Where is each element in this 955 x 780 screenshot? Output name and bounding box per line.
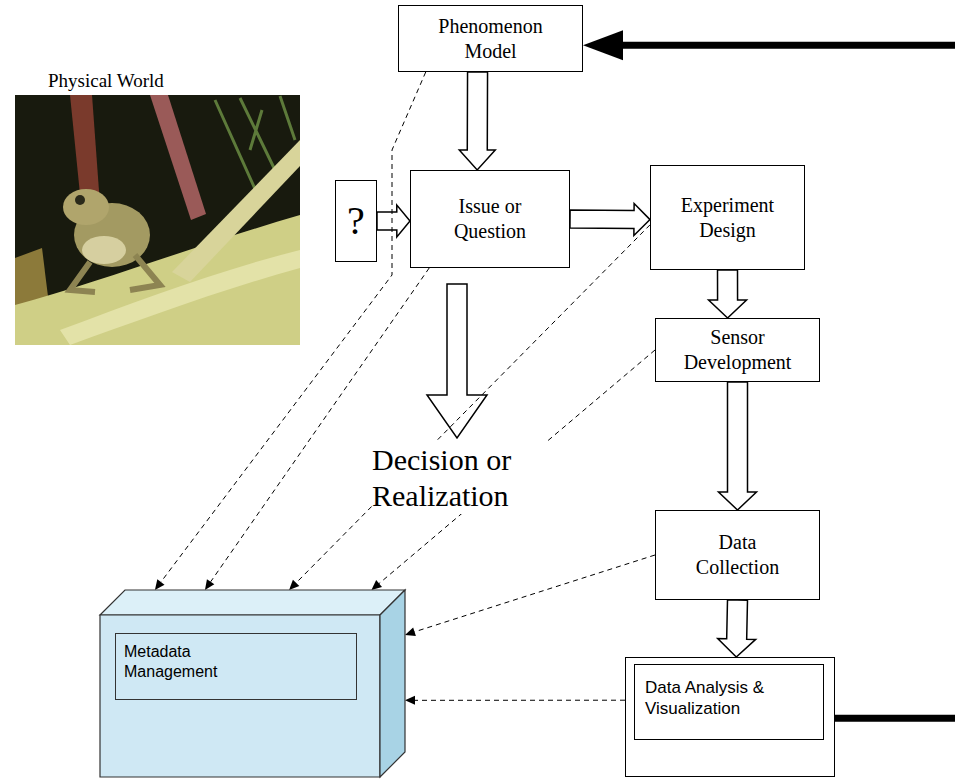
connector-line bbox=[415, 555, 655, 632]
process-box: Phenomenon Model bbox=[398, 5, 583, 72]
photo-frog bbox=[82, 236, 126, 264]
node-text: Issue or Question bbox=[440, 194, 540, 244]
hollow-arrow bbox=[719, 382, 757, 510]
arrow-head bbox=[405, 628, 416, 637]
photo-frog bbox=[70, 255, 160, 292]
output-box: Data Analysis & Visualization bbox=[625, 657, 835, 777]
outcome-arrow bbox=[427, 284, 487, 438]
hollow-arrow bbox=[377, 205, 410, 237]
cube-front bbox=[100, 615, 380, 777]
inner-frame: Data Analysis & Visualization bbox=[634, 664, 824, 740]
arrow-head bbox=[405, 696, 415, 705]
photo-sprigs bbox=[215, 96, 295, 200]
node-text: Metadata Management bbox=[124, 642, 244, 682]
flow-arrow bbox=[719, 382, 757, 510]
metadata-link bbox=[405, 555, 655, 636]
node-text: Sensor Development bbox=[668, 325, 808, 375]
frog-photo bbox=[15, 95, 300, 345]
metadata-link bbox=[205, 268, 429, 590]
arrow-head bbox=[155, 579, 165, 590]
metadata-store: Metadata Management bbox=[100, 590, 405, 777]
cube-outline bbox=[100, 590, 405, 777]
node-text: Data Collection bbox=[683, 530, 793, 580]
question-box: ? bbox=[335, 180, 377, 262]
connector-line bbox=[211, 268, 430, 582]
metadata-link bbox=[371, 350, 655, 590]
hollow-arrow bbox=[718, 600, 756, 657]
inner-frame: Metadata Management bbox=[115, 633, 357, 700]
arrow-head bbox=[289, 580, 299, 590]
photo-stalk bbox=[150, 95, 206, 220]
flow-arrow bbox=[709, 270, 747, 318]
node-text: Phenomenon Model bbox=[426, 14, 556, 64]
hollow-arrow bbox=[459, 72, 495, 170]
node-text: Data Analysis & Visualization bbox=[645, 677, 815, 720]
feedback-arrow bbox=[583, 30, 955, 718]
world-label: Physical World bbox=[48, 70, 268, 93]
connector-line bbox=[296, 225, 650, 583]
photo-frog bbox=[75, 195, 85, 205]
metadata-link bbox=[405, 696, 625, 705]
arrow-head bbox=[205, 579, 214, 590]
hollow-arrow bbox=[709, 270, 747, 318]
node-text: ? bbox=[341, 196, 371, 246]
cube-top bbox=[100, 590, 405, 615]
photo-leaf bbox=[172, 140, 300, 282]
photo-ground bbox=[15, 95, 300, 345]
photo-leaf bbox=[15, 215, 300, 345]
hollow-arrow bbox=[570, 203, 650, 235]
node-text: Experiment Design bbox=[668, 193, 788, 243]
photo-frog bbox=[63, 189, 109, 225]
process-box: Issue or Question bbox=[410, 170, 570, 268]
connector-line bbox=[415, 700, 625, 701]
flow-arrow bbox=[570, 203, 650, 235]
cube-side bbox=[380, 590, 405, 777]
process-box: Experiment Design bbox=[650, 165, 805, 270]
flow-arrow bbox=[459, 72, 495, 170]
connector-line bbox=[623, 45, 955, 718]
arrow-head bbox=[583, 30, 623, 60]
arrow-head bbox=[371, 580, 382, 590]
metadata-link bbox=[289, 225, 650, 590]
process-box: Sensor Development bbox=[655, 318, 820, 382]
process-box: Data Collection bbox=[655, 510, 820, 600]
flow-arrow bbox=[377, 205, 410, 237]
flow-arrow bbox=[718, 600, 756, 657]
outcome-label: Decision or Realization bbox=[372, 442, 554, 514]
